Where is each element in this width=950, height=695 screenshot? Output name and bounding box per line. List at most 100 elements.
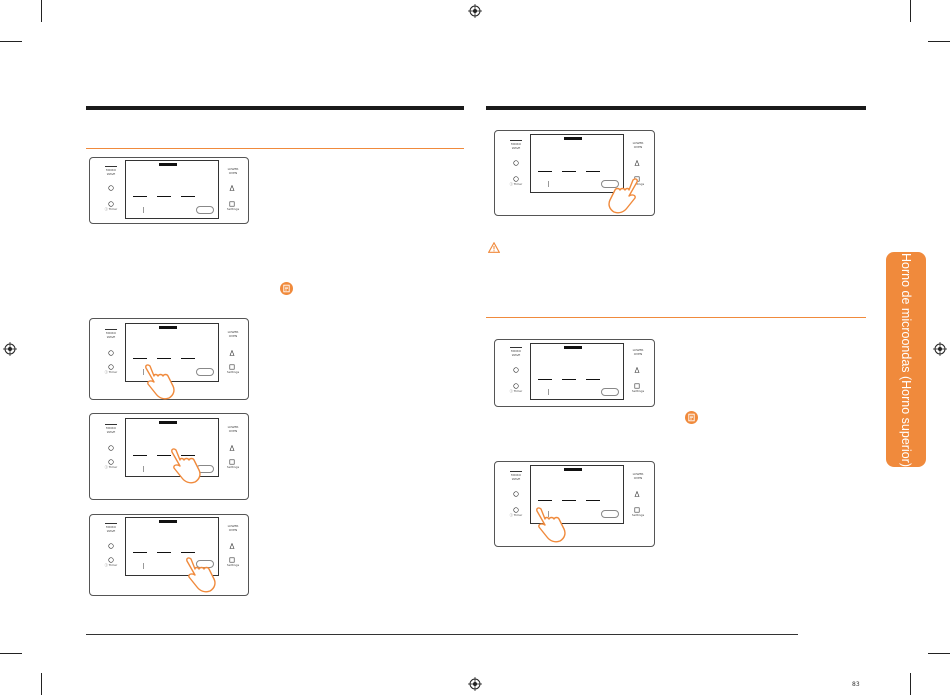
pointing-hand-icon: [186, 557, 216, 593]
display-screen: [530, 465, 624, 524]
control-panel-illustration: MICRO WAVE ⓘ Timer LOWER OVEN Settings: [494, 339, 655, 407]
settings-icon: [229, 557, 235, 563]
settings-label: Settings: [631, 513, 645, 517]
tick: [548, 389, 549, 395]
light-icon: [634, 367, 640, 373]
timer-icon: [108, 459, 114, 465]
digit-dash: [157, 358, 171, 359]
timer-label: ⓘ Timer: [104, 563, 118, 567]
display-indicator: [159, 520, 177, 523]
lower-oven-label: LOWER OVEN: [632, 472, 644, 480]
registration-mark-icon: [468, 677, 482, 691]
settings-label: Settings: [226, 563, 240, 567]
digit-dash: [181, 552, 195, 553]
crop-mark: [41, 673, 42, 695]
digit-dash: [133, 196, 147, 197]
upper-oven-label: MICRO WAVE: [510, 142, 521, 150]
lower-oven-label: LOWER OVEN: [227, 425, 239, 433]
pointing-hand-icon: [145, 364, 175, 400]
light-icon: [229, 445, 235, 451]
settings-label: Settings: [226, 207, 240, 211]
subsection-rule: [86, 148, 464, 149]
divider: [510, 471, 522, 472]
section-rule-left: [86, 106, 464, 110]
subsection-rule: [486, 317, 866, 318]
note-icon: [685, 411, 698, 424]
chapter-side-tab: Horno de microondas (Horno superior): [886, 252, 926, 467]
clock-icon: [513, 160, 519, 166]
digit-dash: [586, 500, 600, 501]
display-screen: [125, 323, 219, 382]
settings-label: Settings: [226, 370, 240, 374]
lower-oven-label: LOWER OVEN: [632, 141, 644, 149]
crop-mark: [910, 0, 911, 22]
note-icon: [280, 282, 293, 295]
lower-oven-label: LOWER OVEN: [227, 524, 239, 532]
display-screen: [125, 517, 219, 576]
display-indicator: [564, 468, 582, 471]
registration-mark-icon: [933, 342, 947, 356]
settings-icon: [634, 383, 640, 389]
digit-dash: [133, 455, 147, 456]
digit-dash: [562, 500, 576, 501]
clock-icon: [108, 543, 114, 549]
section-rule-right: [486, 106, 866, 110]
control-panel-illustration: MICRO WAVE ⓘ Timer LOWER OVEN Settings: [494, 461, 655, 547]
upper-oven-label: MICRO WAVE: [105, 331, 116, 339]
display-screen: [125, 160, 219, 219]
tick: [143, 207, 144, 213]
upper-oven-label: MICRO WAVE: [510, 473, 521, 481]
crop-mark: [0, 653, 22, 654]
upper-oven-label: MICRO WAVE: [105, 426, 116, 434]
lower-oven-label: LOWER OVEN: [227, 167, 239, 175]
timer-label: ⓘ Timer: [509, 182, 523, 186]
timer-label: ⓘ Timer: [104, 370, 118, 374]
registration-mark-icon: [3, 342, 17, 356]
divider: [105, 166, 117, 167]
digit-dash: [181, 196, 195, 197]
upper-oven-label: MICRO WAVE: [105, 525, 116, 533]
display-screen: [530, 134, 624, 193]
timer-icon: [108, 364, 114, 370]
settings-icon: [229, 364, 235, 370]
timer-icon: [513, 383, 519, 389]
timer-icon: [513, 507, 519, 513]
timer-label: ⓘ Timer: [104, 207, 118, 211]
crop-mark: [41, 0, 42, 22]
crop-mark: [910, 673, 911, 695]
timer-label: ⓘ Timer: [509, 389, 523, 393]
light-icon: [229, 185, 235, 191]
digit-dash: [157, 552, 171, 553]
start-button-illustration: [196, 206, 214, 214]
pointing-hand-icon: [608, 178, 638, 214]
caution-triangle-icon: [488, 242, 500, 253]
digit-dash: [538, 171, 552, 172]
page-number: 83: [852, 681, 860, 688]
digit-dash: [181, 455, 195, 456]
timer-icon: [108, 201, 114, 207]
tick: [143, 563, 144, 569]
lower-oven-label: LOWER OVEN: [632, 348, 644, 356]
start-button-illustration: [601, 510, 619, 518]
tick: [548, 511, 549, 517]
settings-label: Settings: [631, 182, 645, 186]
display-indicator: [159, 421, 177, 424]
divider: [510, 140, 522, 141]
upper-oven-label: MICRO WAVE: [510, 349, 521, 357]
digit-dash: [586, 171, 600, 172]
display-screen: [530, 343, 624, 400]
start-button-illustration: [601, 388, 619, 396]
start-button-illustration: [601, 180, 619, 188]
digit-dash: [157, 455, 171, 456]
light-icon: [634, 160, 640, 166]
display-indicator: [159, 326, 177, 329]
lower-oven-label: LOWER OVEN: [227, 330, 239, 338]
timer-label: ⓘ Timer: [509, 513, 523, 517]
digit-dash: [586, 379, 600, 380]
display-indicator: [564, 137, 582, 140]
pointing-hand-icon: [171, 448, 201, 484]
light-icon: [634, 491, 640, 497]
clock-icon: [108, 350, 114, 356]
crop-mark: [928, 41, 950, 42]
divider: [510, 347, 522, 348]
